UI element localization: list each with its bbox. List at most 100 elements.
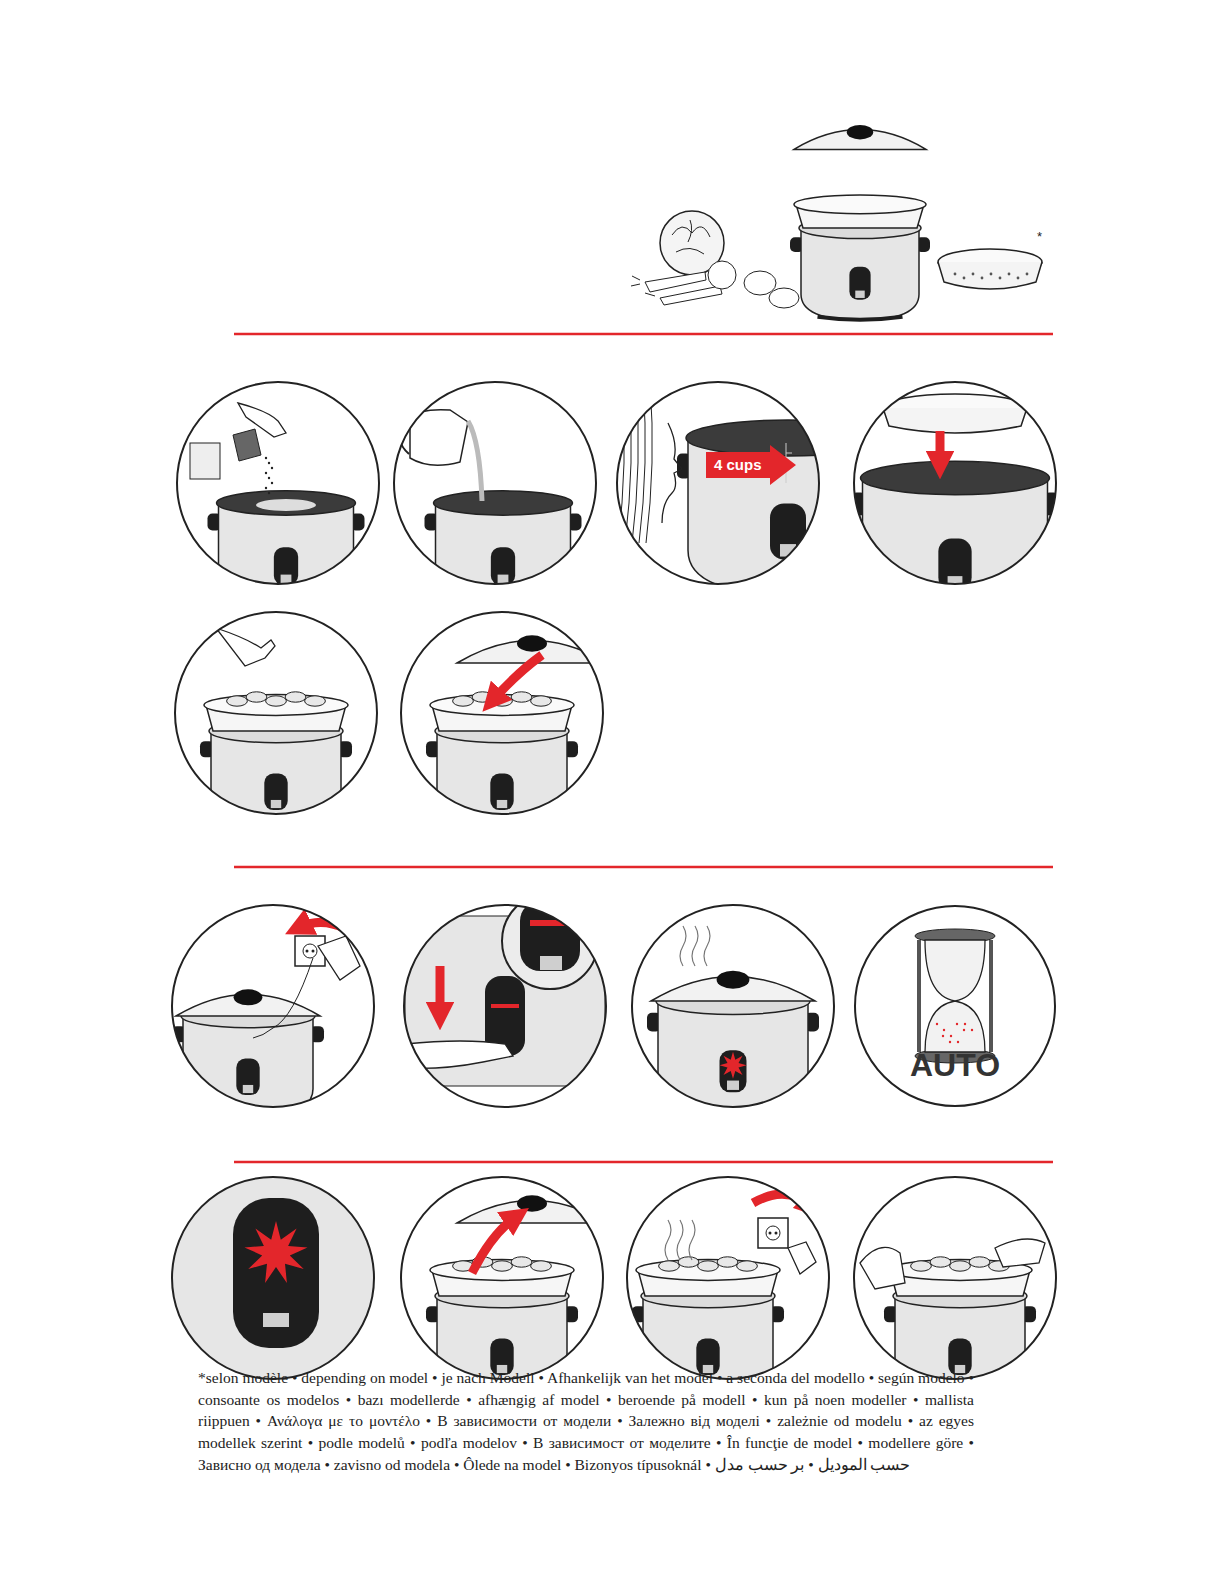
drawing-part xyxy=(468,421,482,501)
drawing-part xyxy=(956,1023,958,1025)
drawing-part xyxy=(662,423,682,523)
hand xyxy=(788,1242,816,1274)
drawing-part xyxy=(604,383,610,543)
drawing-part xyxy=(794,195,926,214)
drawing-part xyxy=(769,1232,772,1235)
red-arrow xyxy=(436,966,445,1016)
drawing-part xyxy=(665,1220,671,1260)
red-arrow xyxy=(492,655,542,701)
panel-outline xyxy=(854,1177,1056,1379)
drawing-part xyxy=(271,467,273,469)
drawing-part xyxy=(854,905,1056,1107)
drawing-part xyxy=(801,228,919,320)
drawing-part xyxy=(455,829,549,832)
drawing-part xyxy=(911,1261,932,1271)
drawing-part xyxy=(775,1232,778,1235)
arrow-shape xyxy=(706,445,796,485)
drawing-part xyxy=(1017,277,1020,280)
rice-cooker xyxy=(425,491,582,608)
drawing-part xyxy=(265,457,267,459)
drawing-part xyxy=(963,1029,965,1031)
drawing-part xyxy=(229,829,323,832)
drawing-part xyxy=(268,492,270,494)
drawing-part xyxy=(219,503,354,608)
rice-cooker xyxy=(172,989,324,1117)
hand xyxy=(995,1239,1045,1267)
drawing-part xyxy=(236,1059,259,1096)
step-panel xyxy=(854,905,1056,1107)
drawing-part xyxy=(770,504,806,560)
drawing-part xyxy=(660,286,722,305)
drawing-part xyxy=(936,1023,938,1025)
drawing-part xyxy=(990,273,993,276)
footnote-mark: * xyxy=(1037,229,1042,244)
drawing-part xyxy=(201,1114,295,1117)
drawing-part xyxy=(679,1114,787,1118)
drawing-part xyxy=(632,383,638,543)
section-rule xyxy=(234,866,1053,869)
drawing-part xyxy=(303,944,317,958)
drawing-part xyxy=(497,800,507,808)
drawing-part xyxy=(430,695,574,716)
drawing-part xyxy=(677,1220,683,1260)
drawing-part xyxy=(256,499,316,511)
panel-outline xyxy=(617,382,819,584)
drawing-part xyxy=(943,1029,945,1031)
drawing-part xyxy=(268,462,270,464)
cooker-overview xyxy=(631,125,1042,320)
panel-outline xyxy=(177,382,379,584)
hand xyxy=(318,936,360,980)
section-rule xyxy=(234,333,1053,336)
auto-timer-panel: AUTO xyxy=(854,905,1056,1107)
drawing-part xyxy=(861,461,1050,494)
drawing-part xyxy=(401,612,603,814)
drawing-part xyxy=(678,1257,699,1267)
drawing-part xyxy=(717,1257,738,1267)
drawing-part xyxy=(919,940,991,1052)
drawing-part xyxy=(271,482,273,484)
drawing-part xyxy=(950,1261,971,1271)
hand xyxy=(216,628,275,666)
drawing-part xyxy=(217,491,356,515)
drawing-part xyxy=(708,261,736,289)
drawing-part xyxy=(744,271,776,295)
drawing-part xyxy=(143,1168,403,1388)
drawing-part xyxy=(645,272,706,292)
step-panel xyxy=(401,612,607,832)
drawing-part xyxy=(658,1001,808,1118)
drawing-part xyxy=(717,971,750,989)
step-panel xyxy=(852,382,1059,622)
drawing-part xyxy=(281,575,292,583)
drawing-part xyxy=(855,291,864,298)
drawing-part xyxy=(849,267,870,300)
drawing-part xyxy=(233,429,261,461)
drawing-part xyxy=(233,1198,319,1348)
drawing-part xyxy=(234,989,263,1005)
drawing-part xyxy=(720,1052,747,1079)
drawing-part xyxy=(511,1257,532,1267)
drawing-part xyxy=(704,926,710,966)
drawing-part xyxy=(274,547,298,585)
step-panel xyxy=(632,905,834,1118)
drawing-part xyxy=(517,635,547,652)
red-arrow xyxy=(472,1216,517,1273)
panel-outline xyxy=(172,905,374,1107)
drawing-part xyxy=(227,696,248,706)
panel-outline xyxy=(854,382,1056,584)
drawing-part xyxy=(268,477,270,479)
drawing-part xyxy=(847,125,873,140)
drawing-part xyxy=(312,950,315,953)
drawing-part xyxy=(639,383,645,543)
drawing-part xyxy=(491,547,515,585)
node-text: AUTO xyxy=(910,1047,1000,1083)
drawing-part xyxy=(957,1041,959,1043)
step-panel xyxy=(172,905,374,1117)
hand xyxy=(405,1041,513,1068)
step-panel xyxy=(394,382,596,608)
drawing-part xyxy=(265,472,267,474)
drawing-part xyxy=(265,487,267,489)
cups-arrow: 4 cups xyxy=(706,452,770,478)
drawing-part xyxy=(769,288,799,308)
drawing-part xyxy=(453,696,474,706)
